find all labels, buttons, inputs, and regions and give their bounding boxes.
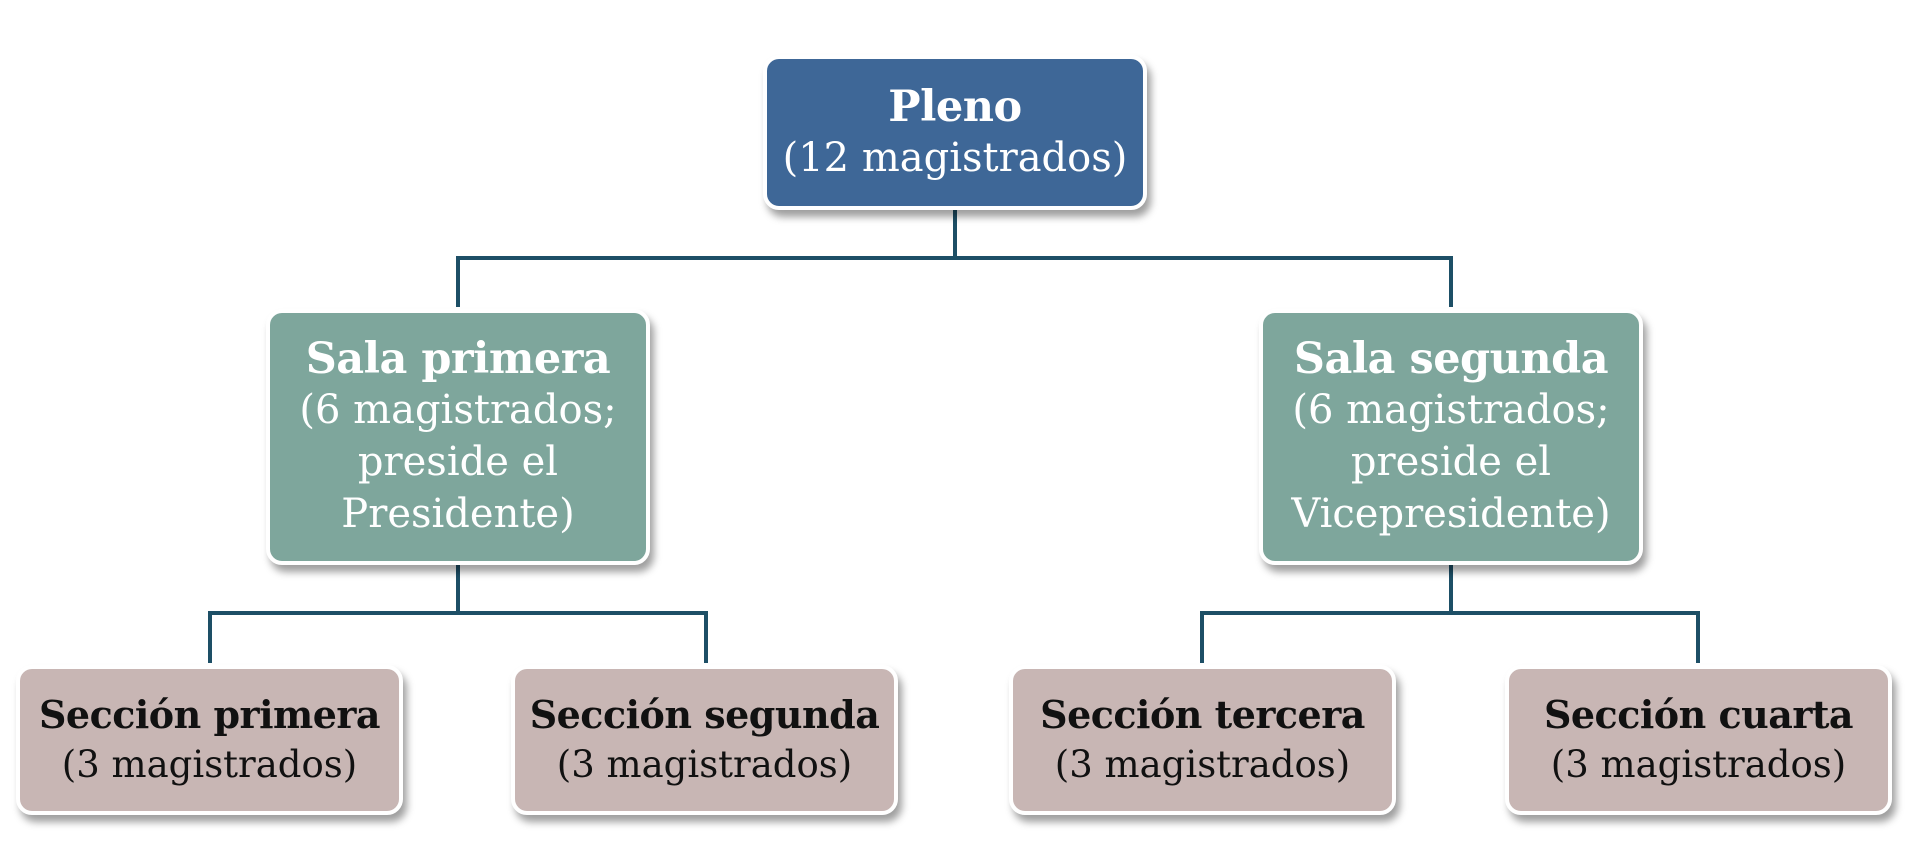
node-line: Presidente) (341, 491, 575, 537)
node-title: Sala primera (305, 334, 611, 384)
node-line: Vicepresidente) (1291, 491, 1611, 537)
node-title: Sección primera (38, 692, 381, 737)
connector-sala2-secciones (1200, 565, 1700, 663)
node-title: Sección tercera (1040, 692, 1365, 737)
node-pleno: Pleno (12 magistrados) (763, 55, 1147, 210)
node-seccion-tercera: Sección tercera (3 magistrados) (1009, 665, 1396, 815)
node-subtitle: (3 magistrados) (556, 743, 853, 786)
node-line: preside el (1350, 439, 1552, 485)
node-title: Pleno (888, 81, 1022, 132)
node-sala-segunda: Sala segunda (6 magistrados; preside el … (1259, 309, 1643, 565)
node-subtitle: (12 magistrados) (782, 134, 1128, 181)
node-title: Sala segunda (1293, 334, 1609, 384)
node-title: Sección segunda (529, 692, 880, 737)
connector-sala1-secciones (208, 565, 708, 663)
node-line: (6 magistrados; (299, 387, 617, 433)
connector-pleno-salas (456, 210, 1453, 307)
node-line: (6 magistrados; (1292, 387, 1610, 433)
node-seccion-segunda: Sección segunda (3 magistrados) (511, 665, 898, 815)
node-subtitle: (3 magistrados) (1054, 743, 1351, 786)
node-seccion-primera: Sección primera (3 magistrados) (16, 665, 403, 815)
node-seccion-cuarta: Sección cuarta (3 magistrados) (1505, 665, 1892, 815)
node-sala-primera: Sala primera (6 magistrados; preside el … (266, 309, 650, 565)
node-subtitle: (3 magistrados) (1550, 743, 1847, 786)
node-title: Sección cuarta (1543, 692, 1854, 737)
node-subtitle: (3 magistrados) (61, 743, 358, 786)
node-line: preside el (357, 439, 559, 485)
